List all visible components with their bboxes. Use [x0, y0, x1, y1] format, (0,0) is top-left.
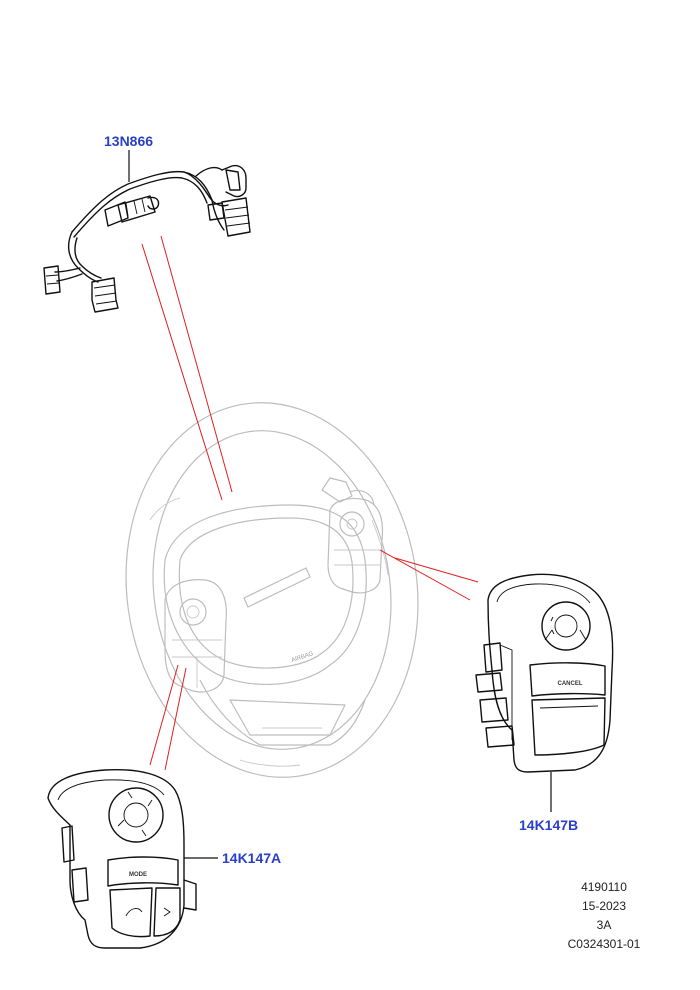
airbag-text: AIRBAG — [291, 651, 315, 664]
meta-line-2: 15-2023 — [582, 899, 626, 913]
callout-13n866: 13N866 — [104, 133, 153, 149]
cancel-label-text: CANCEL — [558, 681, 583, 687]
assembly-leader-lines — [141, 235, 479, 771]
mode-label-text: MODE — [129, 872, 147, 878]
steering-wheel-ghost: AIRBAG — [125, 402, 419, 778]
meta-line-4: C0324301-01 — [568, 937, 641, 951]
wiring-harness-13n866 — [43, 150, 251, 313]
callout-14k147b: 14K147B — [519, 817, 578, 833]
drawing-meta: 4190110 15-2023 3A C0324301-01 — [568, 880, 641, 951]
switch-14k147b: CANCEL — [475, 573, 614, 812]
callout-14k147a: 14K147A — [222, 850, 281, 866]
meta-line-1: 4190110 — [581, 880, 627, 894]
switch-14k147a: MODE — [47, 768, 218, 949]
meta-line-3: 3A — [597, 918, 612, 932]
